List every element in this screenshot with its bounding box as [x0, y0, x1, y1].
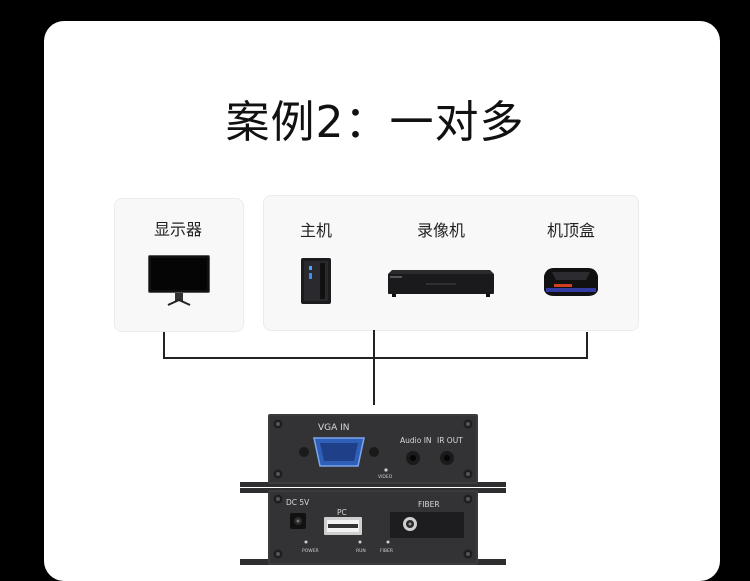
usb-port [324, 517, 362, 535]
pc-tower-icon [301, 258, 331, 304]
sources-card [263, 195, 639, 331]
display-label: 显示器 [153, 220, 202, 239]
vga-in-label: VGA IN [318, 423, 350, 433]
power-label: POWER [302, 549, 319, 554]
ir-out-label: IR OUT [437, 436, 463, 445]
pc-port-label: PC [337, 508, 347, 517]
fiber-label: FIBER [418, 500, 440, 509]
stb-label: 机顶盒 [546, 221, 595, 240]
connection-lines [163, 330, 588, 405]
set-top-box-icon [544, 268, 598, 296]
fiber-led-label: FIBER [380, 549, 393, 554]
video-led [384, 468, 388, 472]
vga-port [299, 437, 379, 467]
audio-in-label: Audio IN [400, 436, 432, 445]
fiber-port [403, 517, 417, 531]
page-title: 案例2：一对多 [225, 97, 525, 148]
pc-label: 主机 [299, 221, 332, 240]
dc-5v-label: DC 5V [286, 498, 310, 507]
dc-power-jack [290, 513, 306, 529]
display-card [114, 198, 244, 332]
receiver-unit [240, 414, 506, 487]
dvr-recorder-icon [388, 270, 494, 297]
run-label: RUN [356, 549, 366, 554]
monitor-icon [148, 255, 210, 306]
transmitter-unit [240, 488, 506, 565]
video-label: VIDEO [378, 475, 393, 480]
dvr-label: 录像机 [416, 221, 465, 240]
